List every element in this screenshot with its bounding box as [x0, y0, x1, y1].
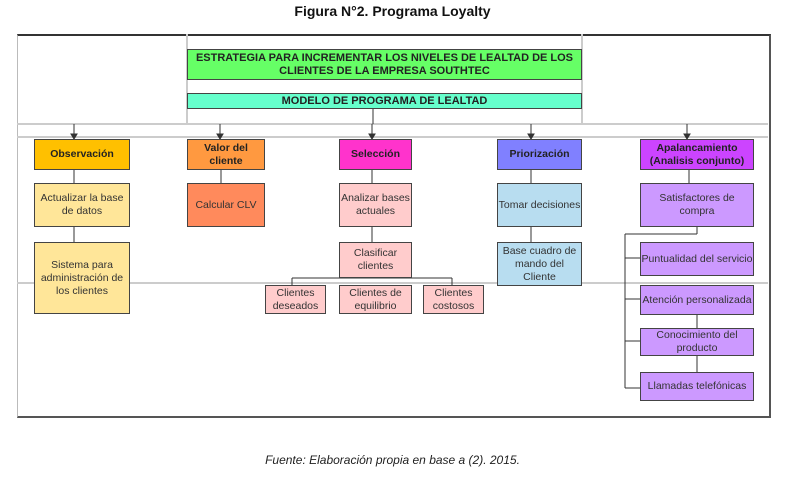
- seleccion-header: Selección: [339, 139, 412, 170]
- satisfactores-box: Satisfactores de compra: [640, 183, 754, 227]
- base-cuadro-mando-box: Base cuadro de mando del Cliente: [497, 242, 582, 286]
- observacion-header: Observación: [34, 139, 130, 170]
- conocimiento-box: Conocimiento del producto: [640, 328, 754, 356]
- calcular-clv-box: Calcular CLV: [187, 183, 265, 227]
- tomar-decisiones-box: Tomar decisiones: [497, 183, 582, 227]
- clientes-costosos-box: Clientes costosos: [423, 285, 484, 314]
- atencion-box: Atención personalizada: [640, 285, 754, 315]
- actualizar-base-box: Actualizar la base de datos: [34, 183, 130, 227]
- sistema-admin-box: Sistema para administración de los clien…: [34, 242, 130, 314]
- model-box: MODELO DE PROGRAMA DE LEALTAD: [187, 93, 582, 109]
- analizar-bases-box: Analizar bases actuales: [339, 183, 412, 227]
- clientes-deseados-box: Clientes deseados: [265, 285, 326, 314]
- apalancamiento-header: Apalancamiento (Analisis conjunto): [640, 139, 754, 170]
- figure-title: Figura N°2. Programa Loyalty: [294, 3, 491, 19]
- llamadas-box: Llamadas telefónicas: [640, 372, 754, 401]
- valor-cliente-header: Valor del cliente: [187, 139, 265, 170]
- clientes-equilibrio-box: Clientes de equilibrio: [339, 285, 412, 314]
- priorizacion-header: Priorización: [497, 139, 582, 170]
- clasificar-clientes-box: Clasificar clientes: [339, 242, 412, 278]
- source-caption: Fuente: Elaboración propia en base a (2)…: [265, 453, 520, 467]
- diagram-frame: [17, 34, 771, 418]
- strategy-box: ESTRATEGIA PARA INCREMENTAR LOS NIVELES …: [187, 49, 582, 80]
- puntualidad-box: Puntualidad del servicio: [640, 242, 754, 276]
